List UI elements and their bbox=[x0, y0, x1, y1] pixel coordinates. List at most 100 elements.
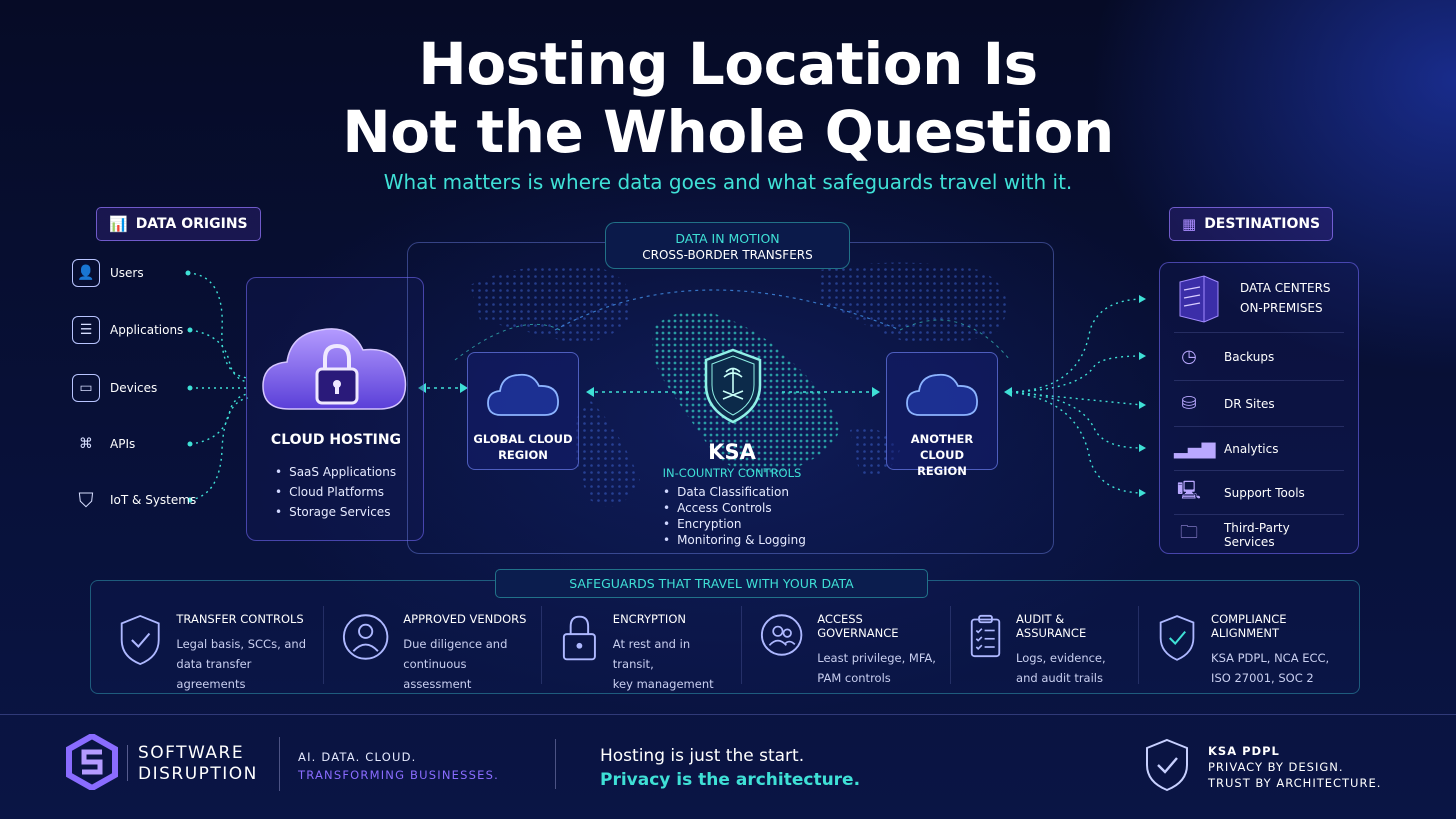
shield-check-icon bbox=[1159, 615, 1195, 661]
api-icon: ⌘ bbox=[79, 436, 93, 452]
destinations-tag: ▦ DESTINATIONS bbox=[1169, 207, 1334, 241]
shield-check-icon: ⛉ bbox=[78, 488, 94, 512]
software-disruption-logo bbox=[66, 734, 118, 790]
safeguard-desc: Due diligence and bbox=[403, 637, 508, 651]
global-region-line2: REGION bbox=[498, 448, 548, 462]
safeguard-desc: PAM controls bbox=[817, 671, 891, 685]
dest-third-party: 🗀 Third-Party Services bbox=[1174, 515, 1344, 555]
brand-line2: DISRUPTION bbox=[138, 764, 258, 784]
cloud-hosting-panel: CLOUD HOSTING SaaS Applications Cloud Pl… bbox=[246, 277, 424, 541]
pdpl-line2: PRIVACY BY DESIGN. bbox=[1208, 760, 1344, 774]
page-title-line1: Hosting Location Is bbox=[418, 30, 1038, 98]
tagline-line2: TRANSFORMING BUSINESSES. bbox=[298, 768, 499, 782]
data-origins-label: DATA ORIGINS bbox=[135, 216, 248, 232]
safeguard-encryption: ENCRYPTION At rest and in transit, key man… bbox=[542, 606, 742, 691]
another-cloud-region: ANOTHER CLOUD REGION bbox=[886, 352, 998, 478]
destinations-label: DESTINATIONS bbox=[1204, 216, 1321, 232]
logo-divider bbox=[127, 745, 128, 781]
chart-icon: 📊 bbox=[109, 215, 128, 233]
third-party-folder-icon: 🗀 bbox=[1179, 522, 1198, 543]
data-in-motion-line2: CROSS-BORDER TRANSFERS bbox=[642, 248, 813, 262]
origin-label: IoT & Systems bbox=[110, 493, 197, 507]
safeguard-desc: data transfer agreements bbox=[176, 657, 252, 691]
cloud-lock-icon bbox=[262, 328, 407, 410]
dest-analytics: ▂▄▆ Analytics bbox=[1174, 427, 1344, 471]
analytics-bars-icon: ▂▄▆ bbox=[1174, 438, 1216, 459]
dr-sites-icon: ⛁ bbox=[1181, 393, 1197, 414]
origin-label: Applications bbox=[110, 323, 184, 337]
another-region-line1: ANOTHER CLOUD bbox=[910, 432, 974, 462]
dest-label: DR Sites bbox=[1224, 396, 1275, 411]
another-region-line2: REGION bbox=[917, 464, 967, 478]
shield-check-icon bbox=[120, 614, 160, 666]
dest-top-line2: ON-PREMISES bbox=[1240, 300, 1323, 315]
origin-users: 👤 Users bbox=[72, 258, 196, 288]
server-rack-icon bbox=[1179, 274, 1219, 323]
monitor-icon: ▭ bbox=[72, 374, 100, 402]
dest-support-tools: 🖳 Support Tools bbox=[1174, 471, 1344, 515]
pdpl-line3: TRUST BY ARCHITECTURE. bbox=[1208, 776, 1382, 790]
safeguards-row: TRANSFER CONTROLS Legal basis, SCCs, and d… bbox=[100, 606, 1355, 691]
building-icon: ▦ bbox=[1182, 215, 1197, 233]
safeguard-desc: Least privilege, MFA, bbox=[817, 651, 936, 665]
origins-list: 👤 Users ☰ Applications ▭ Devices ⌘ APIs … bbox=[72, 258, 196, 515]
ksa-control-item: Encryption bbox=[663, 516, 806, 532]
pdpl-shield-icon bbox=[1146, 738, 1188, 792]
global-region-line1: GLOBAL CLOUD bbox=[473, 432, 573, 446]
footer-divider-2 bbox=[555, 739, 556, 789]
footer-divider bbox=[0, 714, 1456, 715]
lock-icon bbox=[562, 615, 596, 661]
data-in-motion-line1: DATA IN MOTION bbox=[675, 231, 780, 246]
ksa-controls-list: Data Classification Access Controls Encr… bbox=[663, 484, 806, 548]
tagline-line1: AI. DATA. CLOUD. bbox=[298, 750, 417, 764]
safeguard-desc: key management bbox=[612, 677, 714, 691]
cloud-hosting-bullets: SaaS Applications Cloud Platforms Storag… bbox=[275, 462, 396, 522]
destinations-panel: DATA CENTERS ON-PREMISES ◷ Backups ⛁ DR … bbox=[1159, 262, 1359, 554]
origin-devices: ▭ Devices bbox=[72, 373, 196, 403]
brand-line1: SOFTWARE bbox=[138, 743, 245, 763]
cloud-hosting-bullet: Cloud Platforms bbox=[275, 482, 396, 502]
dest-dr-sites: ⛁ DR Sites bbox=[1174, 381, 1344, 427]
cloud-hosting-title: CLOUD HOSTING bbox=[270, 432, 402, 448]
ksa-title: KSA bbox=[708, 440, 756, 464]
footer-divider-1 bbox=[279, 737, 280, 791]
safeguard-desc: At rest and in transit, bbox=[612, 637, 691, 671]
safeguard-desc: and audit trails bbox=[1016, 671, 1103, 685]
safeguard-desc: Legal basis, SCCs, and bbox=[176, 637, 307, 651]
page-title-line2: Not the Whole Question bbox=[342, 98, 1114, 166]
safeguard-compliance-alignment: COMPLIANCE ALIGNMENT KSA PDPL, NCA ECC, IS… bbox=[1139, 606, 1355, 685]
global-cloud-region: GLOBAL CLOUD REGION bbox=[467, 352, 579, 470]
safeguard-title: COMPLIANCE ALIGNMENT bbox=[1211, 612, 1287, 640]
ksa-control-item: Access Controls bbox=[663, 500, 806, 516]
ksa-shield-icon bbox=[704, 348, 762, 424]
applications-icon: ☰ bbox=[72, 316, 100, 344]
safeguard-desc: KSA PDPL, NCA ECC, bbox=[1211, 651, 1330, 665]
backup-clock-icon: ◷ bbox=[1181, 346, 1197, 367]
support-tools-icon: 🖳 bbox=[1176, 479, 1201, 501]
dest-data-centers: DATA CENTERS ON-PREMISES bbox=[1174, 263, 1344, 333]
safeguard-desc: ISO 27001, SOC 2 bbox=[1211, 671, 1314, 685]
safeguard-title: TRANSFER CONTROLS bbox=[176, 612, 304, 626]
message-line1: Hosting is just the start. bbox=[600, 746, 805, 766]
safeguard-title: AUDIT & ASSURANCE bbox=[1016, 612, 1087, 640]
safeguard-title: ENCRYPTION bbox=[612, 612, 686, 626]
cloud-hosting-bullet: SaaS Applications bbox=[275, 462, 396, 482]
origin-applications: ☰ Applications bbox=[72, 315, 196, 345]
safeguard-transfer-controls: TRANSFER CONTROLS Legal basis, SCCs, and d… bbox=[100, 606, 324, 691]
origin-iot: ⛉ IoT & Systems bbox=[72, 485, 197, 515]
data-in-motion-tag: DATA IN MOTION CROSS-BORDER TRANSFERS bbox=[605, 222, 850, 269]
ksa-subtitle: IN-COUNTRY CONTROLS bbox=[662, 466, 802, 480]
brand-name: SOFTWARE DISRUPTION bbox=[138, 743, 258, 785]
users-icon bbox=[760, 614, 803, 656]
pdpl-line1: KSA PDPL bbox=[1208, 744, 1280, 758]
user-icon: 👤 bbox=[72, 259, 100, 287]
checklist-icon bbox=[970, 614, 1001, 658]
vendor-user-icon bbox=[342, 614, 389, 660]
origin-apis: ⌘ APIs bbox=[72, 429, 196, 459]
footer-pdpl: KSA PDPL PRIVACY BY DESIGN. TRUST BY ARC… bbox=[1208, 743, 1381, 791]
page-subtitle: What matters is where data goes and what… bbox=[383, 170, 1073, 194]
ksa-control-item: Data Classification bbox=[663, 484, 806, 500]
